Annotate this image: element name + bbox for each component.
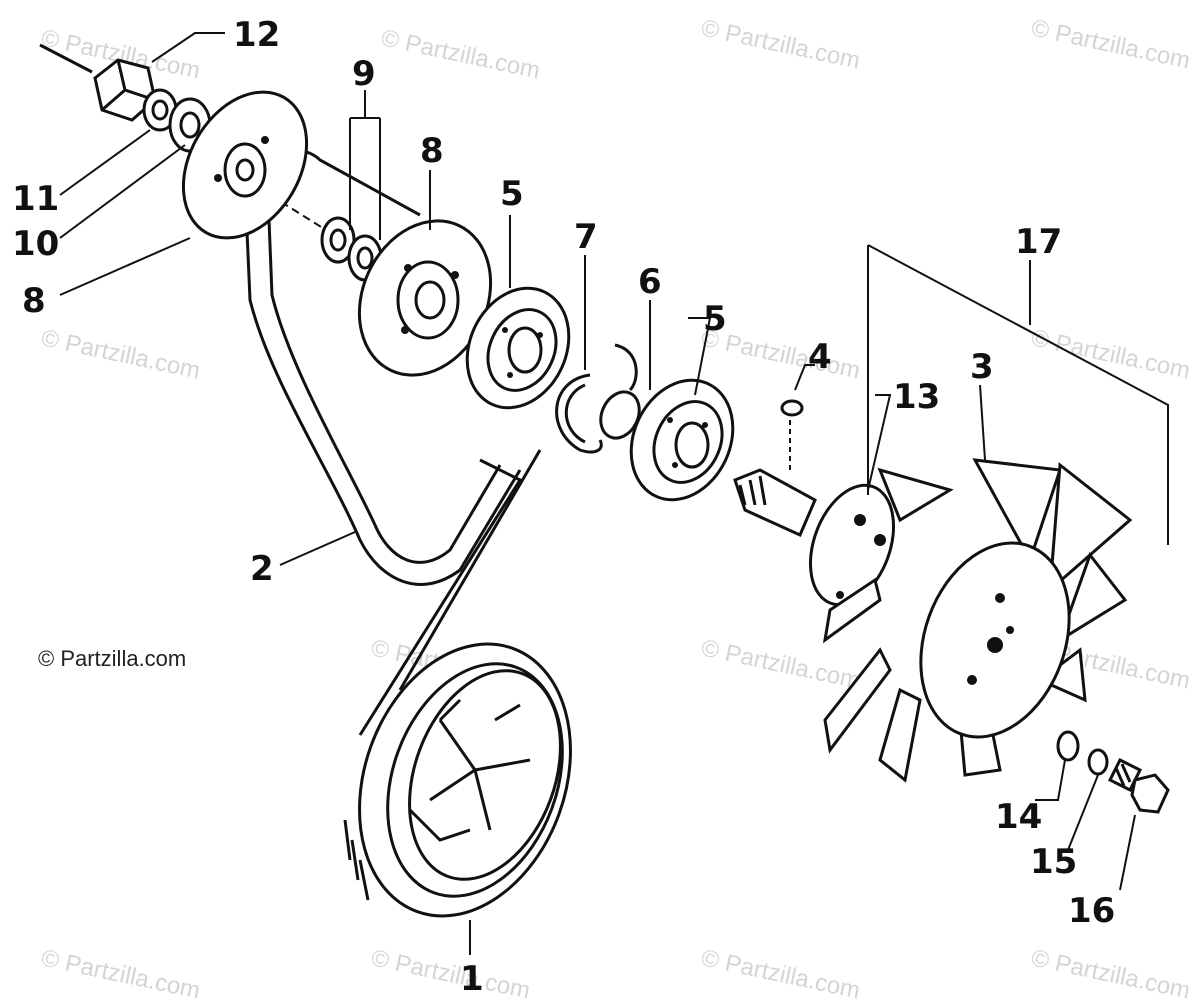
washer-hole (179, 111, 201, 139)
watermark: © Partzilla.com (379, 24, 543, 84)
drive-pulley (343, 642, 572, 918)
watermark: © Partzilla.com (39, 324, 203, 384)
callout-5: 5 (703, 299, 727, 339)
callout-numbers: 12 9 8 5 7 6 5 4 13 3 17 11 10 8 2 1 14 … (12, 15, 1115, 999)
woodruff-key (780, 399, 804, 417)
callout-15: 15 (1030, 842, 1077, 882)
watermark: © Partzilla.com (699, 634, 863, 694)
callout-5: 5 (500, 174, 524, 214)
callout-12: 12 (233, 15, 280, 55)
shim-hole (329, 228, 347, 252)
watermark: © Partzilla.com (1029, 944, 1193, 1003)
shim-hole (356, 246, 374, 270)
fan-bolt (1107, 757, 1170, 814)
callout-14: 14 (995, 797, 1042, 837)
watermark: © Partzilla.com (39, 944, 203, 1003)
snap-ring-inner (564, 383, 586, 444)
callout-3: 3 (970, 347, 994, 387)
fan-washer (1056, 730, 1080, 762)
leader-lines (59, 32, 1169, 955)
fan-shaft (733, 468, 896, 607)
watermark: © Partzilla.com (699, 944, 863, 1003)
callout-2: 2 (250, 549, 274, 589)
callout-6: 6 (638, 262, 662, 302)
lockwasher-hole (151, 99, 169, 121)
shaft-axis (39, 43, 93, 74)
callout-9: 9 (352, 54, 376, 94)
retaining-ring (614, 343, 638, 392)
watermark: © Partzilla.com (369, 944, 533, 1003)
callout-1: 1 (460, 959, 484, 999)
callout-8: 8 (420, 131, 444, 171)
callout-10: 10 (12, 224, 59, 264)
watermark: © Partzilla.com (1029, 14, 1193, 74)
callout-8: 8 (22, 281, 46, 321)
fan-lockwasher (1087, 748, 1109, 776)
callout-13: 13 (893, 377, 940, 417)
callout-4: 4 (808, 337, 832, 377)
callout-11: 11 (12, 179, 59, 219)
watermark: © Partzilla.com (699, 14, 863, 74)
sheave-half-outer (181, 90, 309, 240)
callout-7: 7 (574, 217, 598, 257)
bearing (465, 286, 571, 410)
snap-ring (555, 373, 603, 454)
callout-17: 17 (1015, 222, 1062, 262)
callout-16: 16 (1068, 891, 1115, 931)
bearing (629, 378, 735, 502)
cooling-fan (822, 458, 1133, 783)
copyright-notice: © Partzilla.com (38, 646, 187, 671)
sheave-half-inner (357, 219, 493, 377)
